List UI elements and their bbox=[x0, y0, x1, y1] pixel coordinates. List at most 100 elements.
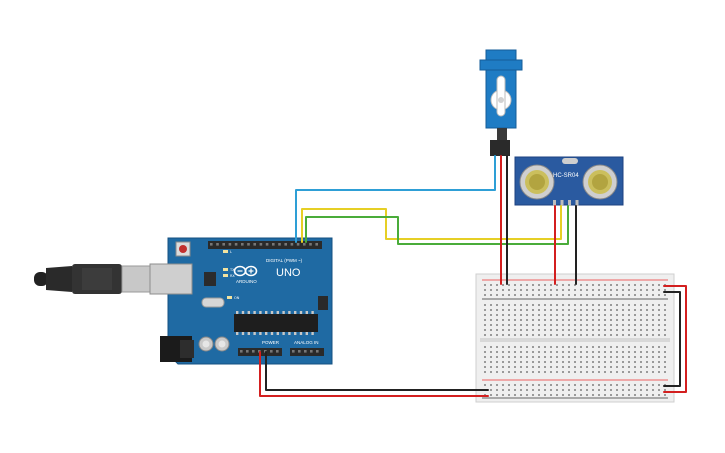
breadboard-hole bbox=[604, 329, 606, 331]
breadboard-hole bbox=[490, 304, 492, 306]
breadboard-hole bbox=[538, 324, 540, 326]
wire-red-5v[interactable] bbox=[259, 351, 489, 397]
breadboard-hole bbox=[574, 356, 576, 358]
breadboard-hole bbox=[490, 294, 492, 296]
breadboard-hole bbox=[592, 314, 594, 316]
breadboard-hole bbox=[550, 366, 552, 368]
breadboard-hole bbox=[610, 319, 612, 321]
breadboard-hole bbox=[622, 284, 624, 286]
breadboard-hole bbox=[598, 334, 600, 336]
breadboard-hole bbox=[556, 351, 558, 353]
chip-pin bbox=[265, 311, 268, 314]
breadboard[interactable] bbox=[475, 273, 675, 403]
breadboard-hole bbox=[664, 366, 666, 368]
breadboard-hole bbox=[622, 351, 624, 353]
breadboard-hole bbox=[532, 289, 534, 291]
breadboard-hole bbox=[574, 361, 576, 363]
breadboard-hole bbox=[538, 351, 540, 353]
breadboard-hole bbox=[664, 351, 666, 353]
breadboard-hole bbox=[622, 294, 624, 296]
breadboard-hole bbox=[520, 294, 522, 296]
sensor-pin bbox=[568, 200, 571, 206]
crystal bbox=[562, 158, 578, 164]
board-model: UNO bbox=[276, 267, 301, 279]
breadboard-hole bbox=[598, 394, 600, 396]
breadboard-hole bbox=[526, 394, 528, 396]
breadboard-hole bbox=[520, 289, 522, 291]
wire-black-rail-jumper[interactable] bbox=[663, 291, 681, 387]
header-pin bbox=[241, 243, 244, 246]
breadboard-hole bbox=[574, 366, 576, 368]
breadboard-hole bbox=[502, 334, 504, 336]
breadboard-hole bbox=[616, 346, 618, 348]
breadboard-hole bbox=[544, 289, 546, 291]
breadboard-hole bbox=[634, 346, 636, 348]
breadboard-hole bbox=[484, 384, 486, 386]
breadboard-hole bbox=[652, 314, 654, 316]
breadboard-hole bbox=[526, 284, 528, 286]
breadboard-hole bbox=[622, 314, 624, 316]
breadboard-hole bbox=[532, 351, 534, 353]
breadboard-hole bbox=[496, 356, 498, 358]
breadboard-hole bbox=[562, 304, 564, 306]
breadboard-hole bbox=[514, 351, 516, 353]
breadboard-hole bbox=[556, 346, 558, 348]
breadboard-hole bbox=[496, 309, 498, 311]
breadboard-hole bbox=[514, 346, 516, 348]
breadboard-hole bbox=[490, 329, 492, 331]
breadboard-hole bbox=[664, 289, 666, 291]
breadboard-hole bbox=[508, 394, 510, 396]
breadboard-hole bbox=[592, 304, 594, 306]
breadboard-hole bbox=[592, 366, 594, 368]
breadboard-hole bbox=[616, 284, 618, 286]
breadboard-hole bbox=[664, 361, 666, 363]
breadboard-hole bbox=[622, 361, 624, 363]
breadboard-hole bbox=[586, 314, 588, 316]
chip-pin bbox=[288, 332, 291, 335]
breadboard-hole bbox=[658, 324, 660, 326]
hc-sr04-sensor[interactable]: HC-SR04 bbox=[514, 156, 624, 206]
breadboard-hole bbox=[646, 289, 648, 291]
breadboard-hole bbox=[532, 314, 534, 316]
breadboard-hole bbox=[592, 324, 594, 326]
header-pin bbox=[246, 350, 249, 353]
breadboard-hole bbox=[538, 304, 540, 306]
breadboard-hole bbox=[664, 294, 666, 296]
breadboard-hole bbox=[646, 334, 648, 336]
breadboard-hole bbox=[568, 394, 570, 396]
breadboard-hole bbox=[514, 371, 516, 373]
arduino-uno-board[interactable]: DIGITAL (PWM ~) UNO ARDUINO L TX RX ON bbox=[149, 237, 333, 365]
breadboard-hole bbox=[502, 351, 504, 353]
header-pin bbox=[276, 350, 279, 353]
wire-red-rail-jumper[interactable] bbox=[663, 285, 687, 393]
breadboard-hole bbox=[610, 366, 612, 368]
breadboard-hole bbox=[556, 309, 558, 311]
micro-servo[interactable] bbox=[479, 49, 523, 156]
chip-pin bbox=[253, 311, 256, 314]
breadboard-hole bbox=[502, 361, 504, 363]
breadboard-hole bbox=[622, 334, 624, 336]
breadboard-hole bbox=[658, 366, 660, 368]
wire-yellow-trig[interactable] bbox=[301, 205, 562, 243]
breadboard-hole bbox=[538, 366, 540, 368]
breadboard-hole bbox=[538, 289, 540, 291]
breadboard-hole bbox=[664, 309, 666, 311]
wire-green-echo[interactable] bbox=[305, 205, 569, 245]
breadboard-hole bbox=[646, 346, 648, 348]
breadboard-hole bbox=[646, 329, 648, 331]
breadboard-hole bbox=[574, 324, 576, 326]
breadboard-hole bbox=[550, 389, 552, 391]
breadboard-hole bbox=[580, 319, 582, 321]
breadboard-hole bbox=[532, 294, 534, 296]
breadboard-hole bbox=[532, 356, 534, 358]
breadboard-hole bbox=[580, 284, 582, 286]
header-pin bbox=[304, 350, 307, 353]
wire-blue-signal[interactable] bbox=[295, 155, 496, 243]
breadboard-hole bbox=[652, 294, 654, 296]
wire-black-gnd[interactable] bbox=[265, 351, 489, 391]
breadboard-hole bbox=[586, 319, 588, 321]
breadboard-hole bbox=[538, 384, 540, 386]
breadboard-hole bbox=[526, 309, 528, 311]
breadboard-hole bbox=[652, 289, 654, 291]
breadboard-hole bbox=[610, 384, 612, 386]
